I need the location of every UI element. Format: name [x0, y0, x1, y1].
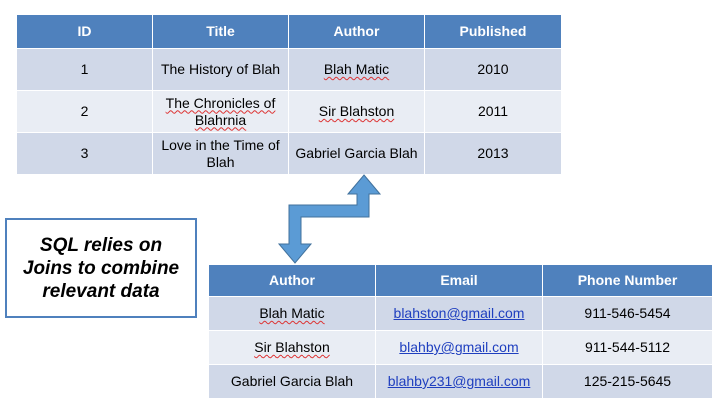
authors-header-email: Email — [375, 264, 543, 297]
author-phone-cell: 911-546-5454 — [542, 296, 713, 331]
author-name-cell: Gabriel Garcia Blah — [208, 364, 376, 399]
book-id-cell: 3 — [16, 132, 153, 175]
email-link[interactable]: blahby231@gmail.com — [387, 373, 531, 389]
author-phone-cell: 125-215-5645 — [542, 364, 713, 399]
email-link[interactable]: blahston@gmail.com — [393, 305, 525, 321]
authors-row: Blah Matic blahston@gmail.com 911-546-54… — [208, 296, 713, 331]
author-email-cell: blahby@gmail.com — [375, 330, 543, 365]
authors-row: Gabriel Garcia Blah blahby231@gmail.com … — [208, 364, 713, 399]
callout-box: SQL relies on Joins to combine relevant … — [5, 218, 197, 318]
books-header-row: ID Title Author Published — [16, 14, 562, 49]
books-row: 1 The History of Blah Blah Matic 2010 — [16, 48, 562, 91]
book-id-cell: 1 — [16, 48, 153, 91]
authors-header-phone: Phone Number — [542, 264, 713, 297]
book-title-cell: The Chronicles of Blahrnia — [152, 90, 289, 133]
book-author-text: Blah Matic — [323, 61, 390, 77]
author-name-cell: Sir Blahston — [208, 330, 376, 365]
book-author-cell: Gabriel Garcia Blah — [288, 132, 425, 175]
author-name-text: Blah Matic — [259, 305, 325, 321]
book-published-cell: 2011 — [424, 90, 562, 133]
email-link[interactable]: blahby@gmail.com — [399, 339, 519, 355]
book-title-cell: The History of Blah — [152, 48, 289, 91]
books-row: 3 Love in the Time of Blah Gabriel Garci… — [16, 132, 562, 175]
book-author-cell: Blah Matic — [288, 48, 425, 91]
books-header-id: ID — [16, 14, 153, 49]
book-author-cell: Sir Blahston — [288, 90, 425, 133]
author-phone-cell: 911-544-5112 — [542, 330, 713, 365]
book-title-cell: Love in the Time of Blah — [152, 132, 289, 175]
books-header-published: Published — [424, 14, 562, 49]
author-name-text: Sir Blahston — [254, 339, 330, 355]
author-email-cell: blahby231@gmail.com — [375, 364, 543, 399]
books-table: ID Title Author Published 1 The History … — [16, 14, 562, 175]
authors-table: Author Email Phone Number Blah Matic bla… — [208, 264, 713, 399]
book-title-text: The Chronicles of Blahrnia — [165, 94, 276, 128]
authors-header-author: Author — [208, 264, 376, 297]
authors-header-row: Author Email Phone Number — [208, 264, 713, 297]
arrow-shape — [277, 174, 382, 264]
book-author-text: Sir Blahston — [318, 103, 395, 119]
author-name-cell: Blah Matic — [208, 296, 376, 331]
callout-text: SQL relies on Joins to combine relevant … — [22, 234, 180, 302]
book-published-cell: 2013 — [424, 132, 562, 175]
authors-row: Sir Blahston blahby@gmail.com 911-544-51… — [208, 330, 713, 365]
author-email-cell: blahston@gmail.com — [375, 296, 543, 331]
book-published-cell: 2010 — [424, 48, 562, 91]
